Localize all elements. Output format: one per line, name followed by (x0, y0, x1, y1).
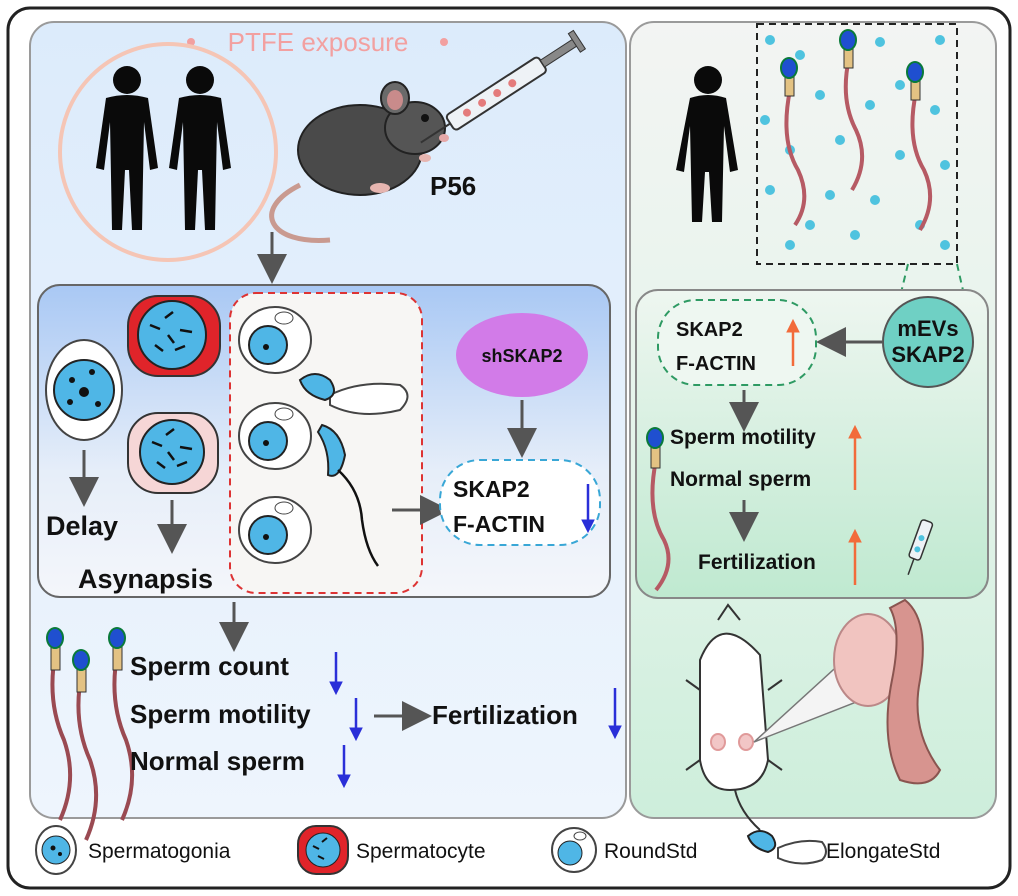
spermatocyte-cell-2 (127, 412, 219, 494)
mevs-node (882, 296, 974, 388)
human-icon-right (676, 66, 738, 222)
legend-spermatogonia-icon (35, 825, 77, 875)
mevs-label-line1: mEVs (897, 316, 958, 341)
outcome-normal-sperm-right: Normal sperm (670, 468, 811, 491)
outcome-sperm-motility: Sperm motility (130, 699, 311, 729)
legend-elongatestd-icon (746, 830, 827, 865)
human-exposure-circle (58, 42, 278, 262)
round-spermatid-cells (238, 306, 312, 564)
shskap2-node (456, 313, 588, 397)
skap2-label-right: SKAP2 (676, 319, 743, 341)
elongating-spermatid-cells (298, 373, 409, 567)
mouse-outline-icon (685, 603, 783, 831)
outcome-sperm-motility-right: Sperm motility (670, 426, 816, 449)
legend: Spermatogonia Spermatocyte RoundStd Elon… (35, 825, 940, 875)
legend-spermatocyte: Spermatocyte (356, 840, 486, 863)
fertilization-label-right: Fertilization (698, 551, 816, 574)
exposure-label: PTFE exposure (228, 27, 409, 57)
mevs-label-line2: SKAP2 (891, 342, 964, 367)
sperm-vesicle-inset (756, 23, 958, 265)
outcome-normal-sperm: Normal sperm (130, 746, 305, 776)
syringe-icon (420, 29, 587, 144)
spermatogonia-cell (45, 339, 123, 441)
factin-label-right: F-ACTIN (676, 353, 756, 375)
down-arrow-icon (581, 484, 595, 534)
legend-roundstd: RoundStd (604, 840, 697, 863)
outcome-down-arrow-icons (329, 652, 622, 789)
spermatocyte-cell (127, 295, 221, 377)
extracellular-vesicles (760, 35, 950, 250)
legend-roundstd-icon (551, 827, 597, 873)
sperm-right-box (646, 427, 671, 592)
human-pair-icon (96, 66, 231, 230)
small-syringe-icon (907, 519, 934, 575)
skap2-label-left: SKAP2 (453, 476, 530, 502)
shskap2-label: shSKAP2 (481, 346, 562, 366)
sperm-group-inset (780, 29, 933, 232)
sperm-group-left (46, 627, 135, 841)
legend-spermatocyte-icon (297, 825, 349, 875)
up-arrow-icons (786, 318, 862, 585)
outcome-sperm-count: Sperm count (130, 651, 289, 681)
mouse-icon (269, 81, 449, 243)
skap2-factin-down-box (439, 459, 601, 546)
asynapsis-label: Asynapsis (78, 564, 213, 594)
legend-spermatogonia: Spermatogonia (88, 840, 231, 863)
skap2-factin-up-box (657, 299, 817, 386)
testis-epididymis-icon (833, 598, 942, 785)
fertilization-label-left: Fertilization (432, 700, 578, 730)
legend-elongatestd: ElongateStd (826, 840, 940, 863)
age-label: P56 (430, 171, 476, 201)
delay-label: Delay (46, 511, 118, 541)
factin-label-left: F-ACTIN (453, 511, 545, 537)
